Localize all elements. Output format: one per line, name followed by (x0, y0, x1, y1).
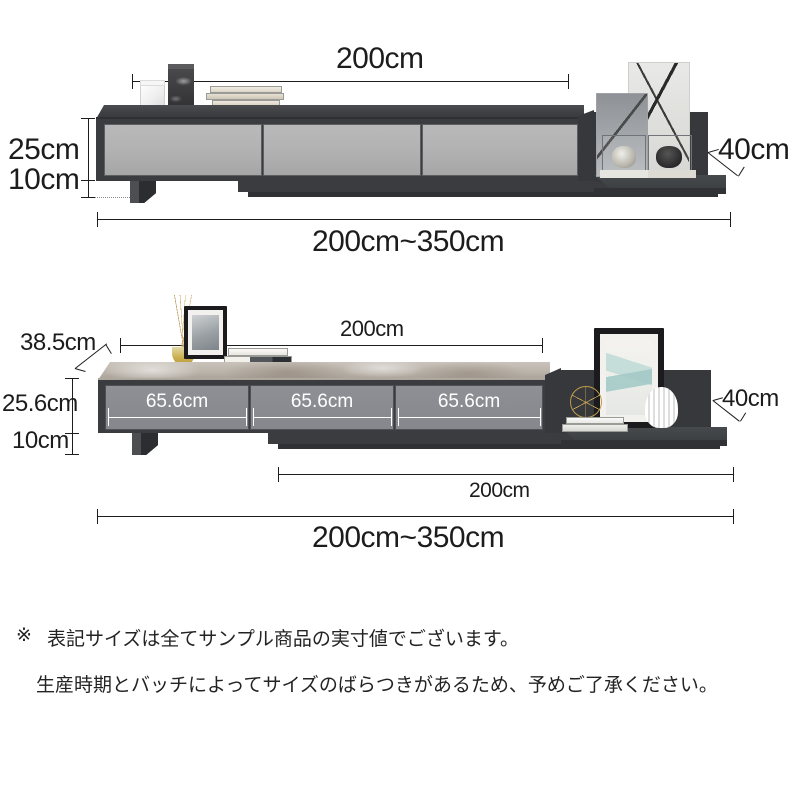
decor-book-shelf-2b (562, 424, 628, 432)
drawer-width-label-3: 65.6cm (437, 391, 501, 412)
drawer-width-line-1 (108, 417, 246, 418)
decor-book-stack-1a (210, 86, 282, 93)
cabinet-right-endpanel-1 (578, 110, 594, 181)
drawer-width-tick-2-left (253, 408, 254, 426)
dim-tick-base-bottom-1 (81, 197, 95, 198)
drawer-width-tick-3-right (540, 408, 541, 426)
cabinet-drawer-2-3[interactable] (395, 385, 543, 430)
decor-frame-right-art-2 (606, 341, 652, 415)
dim-tick-body-top-2 (65, 378, 79, 379)
decor-basket-base-right-1 (648, 170, 696, 178)
dim-tick-total-right-1 (730, 212, 731, 227)
drawer-width-label-1: 65.6cm (145, 391, 209, 412)
dim-line-height-base-1 (88, 180, 89, 198)
dim-label-depth-top-2: 38.5cm (20, 329, 96, 356)
decor-book-top-2a (228, 348, 288, 356)
cabinet-leg-bevel-2 (132, 433, 141, 455)
dim-tick-total-right-2 (733, 509, 734, 524)
decor-marble-block (168, 68, 194, 112)
cabinet-drawer-1-2[interactable] (263, 124, 421, 176)
decor-book-stack-1b (206, 93, 284, 100)
cabinet-drawer-2-2[interactable] (250, 385, 394, 430)
decor-white-ribbed-vase (645, 387, 678, 428)
dim-line-height-base-2 (72, 433, 73, 455)
dim-tick-top-left-2 (120, 338, 121, 353)
dim-tick-right-1 (568, 74, 569, 89)
dim-line-total-width-1 (97, 219, 730, 220)
dim-tick-base-right-2 (733, 467, 734, 482)
footnote-line-2: 生産時期とバッチによってサイズのばらつきがあるため、予めご了承ください。 (36, 674, 718, 696)
dim-tick-total-left-1 (97, 212, 98, 227)
shelf-extension-front-1 (594, 188, 726, 194)
decor-book-shelf-2a (566, 417, 624, 424)
drawer-width-line-2 (253, 417, 391, 418)
dim-arrow-depth-top-upper-2 (105, 344, 112, 354)
cabinet-leg-bevel-1 (130, 181, 139, 203)
cabinet-plinth-2 (268, 433, 720, 444)
drawer-width-line-3 (398, 417, 540, 418)
cabinet-drawer-2-1[interactable] (105, 385, 249, 430)
drawer-width-tick-2-right (391, 408, 392, 426)
decor-marble-block-top (168, 64, 194, 69)
diagram-bottom-unit: 38.5cm 200cm 25.6cm 10cm (2, 295, 779, 554)
cabinet-right-endpanel-2 (545, 368, 561, 433)
decor-basket-stone-right-1 (656, 146, 682, 168)
dim-tick-base-bottom-2 (65, 454, 79, 455)
dim-label-height-base-1: 10cm (8, 163, 80, 196)
dim-label-height-base-2: 10cm (12, 427, 69, 454)
dim-line-top-width-2 (120, 345, 542, 346)
drawer-width-tick-3-left (398, 408, 399, 426)
decor-basket-base-left-1 (600, 170, 648, 178)
dim-arrow-depth-top-lower-2 (74, 368, 86, 372)
dim-extension-dotted-1 (95, 197, 140, 198)
dim-label-total-width-2: 200cm~350cm (312, 521, 505, 554)
decor-frame-left-art-2 (192, 315, 219, 350)
dim-label-depth-2: 40cm (722, 385, 779, 412)
footnote-line-1: 表記サイズは全てサンプル商品の実寸値でございます。 (47, 628, 519, 650)
cabinet-plinth-shadow-2 (278, 444, 720, 449)
dim-label-depth-1: 40cm (718, 133, 790, 166)
dim-label-base-width-2: 200cm (469, 479, 530, 502)
drawer-width-label-2: 65.6cm (290, 391, 354, 412)
cabinet-stone-top-2 (98, 362, 550, 380)
cabinet-drawer-1-1[interactable] (104, 124, 262, 176)
dim-label-top-width-2: 200cm (340, 316, 404, 341)
shelf-extension-front-2 (561, 440, 727, 446)
dim-line-height-body-2 (72, 378, 73, 433)
dim-tick-base-left-2 (278, 467, 279, 482)
dim-tick-top-right-2 (542, 338, 543, 353)
dim-line-height-body-1 (88, 118, 89, 180)
dim-line-total-width-2 (97, 516, 733, 517)
dim-tick-body-top-1 (81, 118, 95, 119)
dim-tick-left-1 (132, 74, 133, 89)
decor-gold-wire-orb (570, 386, 602, 418)
dim-label-top-width-1: 200cm (336, 42, 424, 75)
cabinet-plinth-shadow-1 (248, 192, 718, 197)
dim-arrow-depth-lower-2 (740, 412, 747, 422)
dim-line-top-width-1 (132, 81, 568, 82)
cabinet-drawer-1-3[interactable] (422, 124, 578, 176)
shelf-extension-top-1 (594, 175, 726, 190)
dim-tick-total-left-2 (97, 509, 98, 524)
dim-line-base-width-2 (278, 474, 733, 475)
dim-label-height-body-1: 25cm (8, 133, 80, 166)
cabinet-plinth-1 (238, 181, 718, 192)
dim-label-height-body-2: 25.6cm (2, 390, 78, 417)
drawer-width-tick-1-left (108, 408, 109, 426)
drawer-width-tick-1-right (246, 408, 247, 426)
decor-white-cube-top (140, 80, 165, 86)
dim-label-total-width-1: 200cm~350cm (312, 225, 505, 258)
footnote-marker: ※ (16, 624, 32, 646)
diagram-top-unit: 200cm 25cm 10cm (0, 0, 800, 260)
cabinet-top-surface-1 (96, 105, 584, 119)
decor-basket-stone-left-1 (612, 146, 636, 168)
